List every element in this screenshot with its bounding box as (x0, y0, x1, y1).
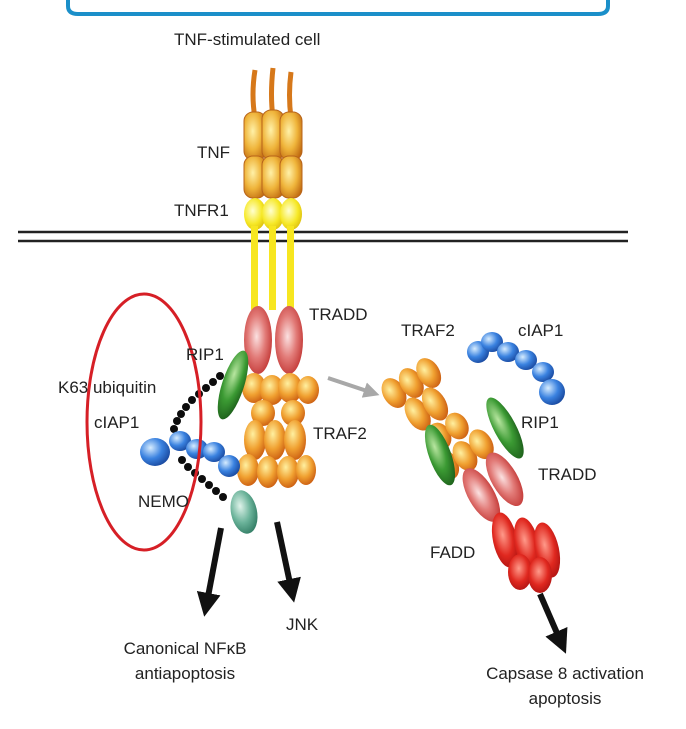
label-tnfr1: TNFR1 (174, 201, 229, 220)
death-complex (381, 332, 565, 593)
label-nfkb-line1: Canonical NFκB (123, 639, 247, 658)
top-banner-edge (66, 0, 610, 16)
tradd-right (462, 452, 524, 522)
label-fadd: FADD (430, 543, 476, 562)
label-tnf-stimulated-cell: TNF-stimulated cell (174, 30, 321, 49)
label-caspase-line2: apoptosis (528, 689, 602, 708)
rip1-left (217, 350, 249, 420)
label-k63-ubiquitin: K63 ubiquitin (58, 378, 157, 397)
label-tnf: TNF (197, 143, 231, 162)
label-traf2-left: TRAF2 (313, 424, 367, 443)
traf2-left (237, 373, 319, 488)
label-tradd-right: TRADD (538, 465, 597, 484)
label-jnk: JNK (286, 615, 319, 634)
fadd-right (491, 512, 561, 593)
label-traf2-right: TRAF2 (401, 321, 455, 340)
arrow-to-death-complex (327, 376, 380, 398)
tnfr1-receptor (244, 198, 302, 310)
label-nemo: NEMO (138, 492, 189, 511)
label-caspase-line1: Capsase 8 activation (486, 664, 644, 683)
label-rip1-right: RIP1 (521, 413, 559, 432)
ciap1-right (467, 332, 565, 405)
ciap1-left (140, 431, 240, 477)
label-rip1-left: RIP1 (186, 345, 224, 364)
arrow-caspase (537, 592, 568, 654)
arrow-nfkb (196, 527, 224, 617)
nemo-protein (230, 490, 258, 534)
arrow-jnk (274, 521, 301, 603)
tnf-trimer (243, 67, 303, 199)
cell-membrane (18, 230, 628, 243)
highlight-ellipse (85, 292, 203, 552)
rip1-right-a (424, 424, 456, 486)
label-ciap1-left: cIAP1 (94, 413, 140, 432)
tradd-left (244, 306, 303, 374)
label-tradd-left: TRADD (309, 305, 368, 324)
rip1-right-b (486, 397, 524, 459)
label-nfkb-line2: antiapoptosis (134, 664, 236, 683)
label-ciap1-right: cIAP1 (518, 321, 564, 340)
